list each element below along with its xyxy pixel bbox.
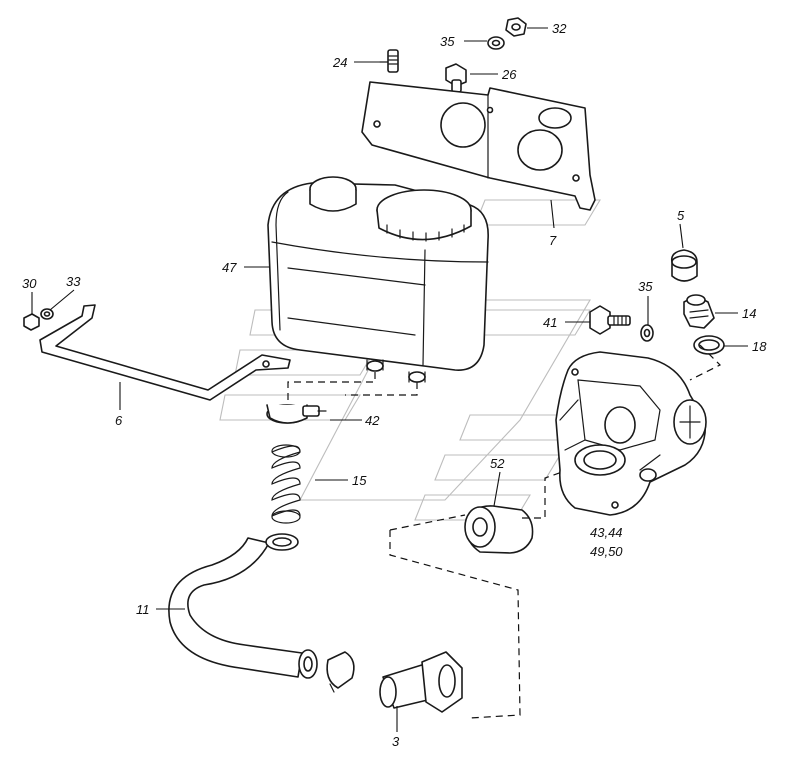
callout-labels: 24 35 32 26 7 47 5 30 33 35 14 41 18 6 4… — [22, 21, 767, 749]
support-rod-6 — [39, 304, 291, 401]
hose-11 — [168, 533, 318, 679]
label-43-44: 43,44 — [590, 525, 623, 540]
leader-lines — [31, 27, 748, 732]
label-7: 7 — [549, 233, 557, 248]
label-41: 41 — [543, 315, 557, 330]
nut-32 — [505, 17, 527, 37]
nut-30 — [23, 313, 40, 331]
o-ring-18 — [693, 335, 725, 355]
label-11: 11 — [136, 602, 150, 617]
bolt-24 — [379, 49, 399, 73]
fitting-14 — [683, 294, 715, 329]
label-14: 14 — [742, 306, 756, 321]
hose-clamp-42 — [266, 404, 327, 424]
plug-5 — [670, 249, 698, 282]
label-18: 18 — [752, 339, 767, 354]
label-42: 42 — [365, 413, 380, 428]
bolt-26 — [445, 63, 467, 93]
label-3: 3 — [392, 734, 400, 749]
label-26: 26 — [501, 67, 517, 82]
label-32: 32 — [552, 21, 567, 36]
fitting-52 — [464, 505, 534, 554]
bolt-41 — [589, 305, 631, 335]
fitting-3 — [379, 651, 463, 713]
label-15: 15 — [352, 473, 367, 488]
spring-15 — [271, 444, 301, 524]
reservoir-tank-47 — [267, 176, 489, 383]
label-35-top: 35 — [440, 34, 455, 49]
hose-end-clamp — [326, 651, 355, 693]
label-24: 24 — [332, 55, 347, 70]
washer-35-top — [487, 36, 505, 50]
steering-pump-43-44-49-50 — [555, 351, 707, 516]
label-6: 6 — [115, 413, 123, 428]
bracket-plate-7 — [361, 81, 596, 211]
label-30: 30 — [22, 276, 37, 291]
label-5: 5 — [677, 208, 685, 223]
label-35-right: 35 — [638, 279, 653, 294]
label-52: 52 — [490, 456, 505, 471]
label-33: 33 — [66, 274, 81, 289]
washer-35-right — [640, 324, 654, 342]
label-49-50: 49,50 — [590, 544, 623, 559]
label-47: 47 — [222, 260, 237, 275]
assembly-connection-lines — [287, 344, 722, 719]
washer-33 — [40, 308, 54, 320]
